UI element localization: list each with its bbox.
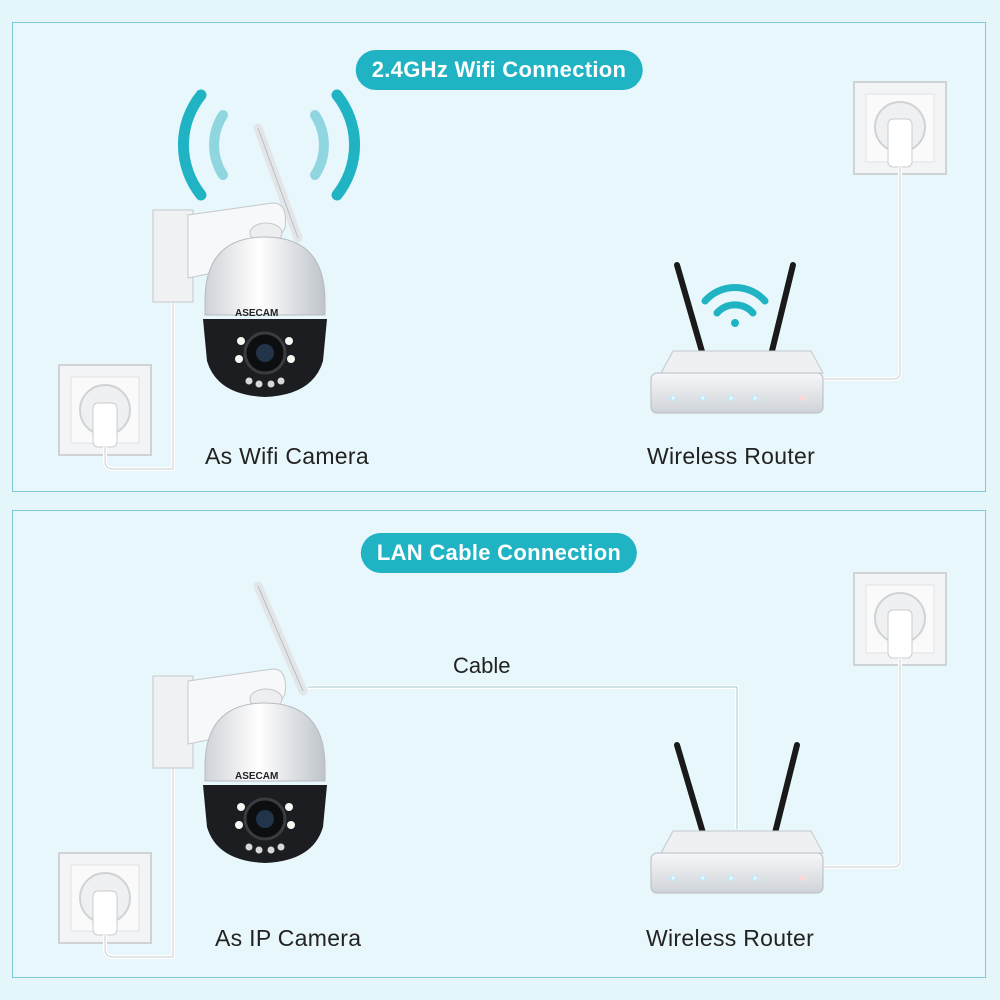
ptz-camera-icon: ASECAM xyxy=(152,581,327,863)
wifi-connection-panel: 2.4GHz Wifi Connection xyxy=(12,22,986,492)
wifi-camera-caption: As Wifi Camera xyxy=(205,443,369,469)
lan-cable xyxy=(308,685,739,829)
power-outlet-icon xyxy=(58,759,175,959)
ptz-camera-icon: ASECAM xyxy=(152,123,327,397)
lan-scene: ASECAM xyxy=(58,572,947,959)
router-icon xyxy=(650,742,824,894)
lan-connection-panel: LAN Cable Connection xyxy=(12,510,986,978)
wifi-signal-icon xyxy=(178,89,360,201)
power-outlet-icon xyxy=(821,81,947,381)
wifi-signal-icon xyxy=(701,284,769,327)
ip-camera-caption: As IP Camera xyxy=(215,925,362,951)
router-icon xyxy=(650,262,824,414)
camera-brand-label: ASECAM xyxy=(235,771,278,782)
wifi-router-caption: Wireless Router xyxy=(647,443,816,469)
lan-router-caption: Wireless Router xyxy=(646,925,815,951)
wifi-scene: ASECAM xyxy=(58,81,947,471)
cable-label: Cable xyxy=(453,653,511,678)
power-outlet-icon xyxy=(821,572,947,869)
power-outlet-icon xyxy=(58,269,175,471)
lan-connection-title: LAN Cable Connection xyxy=(360,533,638,573)
wifi-connection-title: 2.4GHz Wifi Connection xyxy=(355,50,643,90)
camera-brand-label: ASECAM xyxy=(235,308,278,319)
